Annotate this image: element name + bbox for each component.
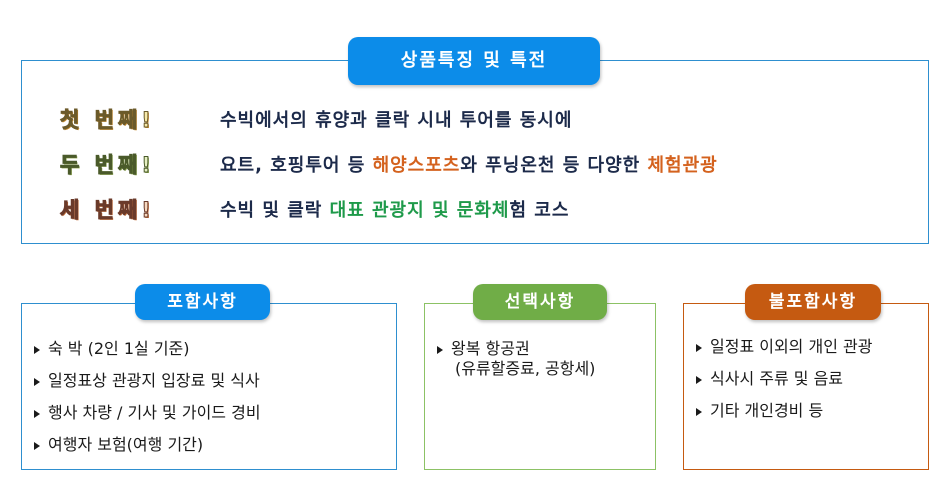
- feature-text: 수빅 및 클락: [220, 200, 330, 221]
- feature-text: 요트, 호핑투어 등: [220, 155, 373, 176]
- bullet-icon: [696, 344, 702, 352]
- list-item: 일정표 이외의 개인 관광: [696, 337, 872, 357]
- list-item-text: 왕복 항공권: [451, 339, 530, 358]
- feature-description: 수빅에서의 휴양과 클락 시내 투어를 동시에: [220, 106, 572, 132]
- list-item-text: 여행자 보험(여행 기간): [48, 435, 204, 454]
- bullet-icon: [34, 346, 40, 354]
- bullet-icon: [34, 378, 40, 386]
- list-item: 일정표상 관광지 입장료 및 식사: [34, 371, 261, 391]
- list-item-text: 기타 개인경비 등: [710, 401, 824, 420]
- list-item: 왕복 항공권(유류할증료, 공항세): [437, 339, 595, 379]
- features-title: 상품특징 및 특전: [400, 50, 548, 71]
- list-item-subnote: (유류할증료, 공항세): [455, 359, 596, 378]
- feature-row-3: 세 번째! 수빅 및 클락 대표 관광지 및 문화체험 코스: [60, 194, 569, 224]
- list-item-text: 식사시 주류 및 음료: [710, 369, 844, 388]
- bullet-icon: [437, 346, 443, 354]
- excluded-list: 일정표 이외의 개인 관광 식사시 주류 및 음료 기타 개인경비 등: [696, 337, 872, 433]
- features-box: [21, 60, 929, 244]
- feature-description: 요트, 호핑투어 등 해양스포츠와 푸닝온천 등 다양한 체험관광: [220, 151, 718, 177]
- list-item-text: 행사 차량 / 기사 및 가이드 경비: [48, 403, 261, 422]
- optional-title-badge: 선택사항: [473, 284, 607, 320]
- excluded-title-badge: 불포함사항: [745, 284, 881, 320]
- included-title-badge: 포함사항: [135, 284, 270, 320]
- bullet-icon: [696, 376, 702, 384]
- feature-highlight: 대표 관광지 및 문화체: [329, 200, 510, 221]
- feature-text: 수빅에서의 휴양과 클락 시내 투어를 동시에: [220, 110, 573, 131]
- included-title: 포함사항: [167, 292, 238, 312]
- bullet-icon: [696, 408, 702, 416]
- feature-highlight: 체험관광: [647, 155, 718, 176]
- list-item: 행사 차량 / 기사 및 가이드 경비: [34, 403, 261, 423]
- feature-row-2: 두 번째! 요트, 호핑투어 등 해양스포츠와 푸닝온천 등 다양한 체험관광: [60, 149, 718, 179]
- excluded-title: 불포함사항: [768, 292, 858, 312]
- list-item: 숙 박 (2인 1실 기준): [34, 339, 261, 359]
- included-list: 숙 박 (2인 1실 기준) 일정표상 관광지 입장료 및 식사 행사 차량 /…: [34, 339, 261, 467]
- feature-description: 수빅 및 클락 대표 관광지 및 문화체험 코스: [220, 196, 569, 222]
- feature-highlight: 해양스포츠: [372, 155, 461, 176]
- included-box: [21, 303, 397, 470]
- list-item-text: 일정표상 관광지 입장료 및 식사: [48, 371, 260, 390]
- list-item: 식사시 주류 및 음료: [696, 369, 872, 389]
- feature-ordinal: 세 번째!: [60, 198, 155, 223]
- list-item-text: 숙 박 (2인 1실 기준): [48, 339, 190, 358]
- optional-box: [424, 303, 656, 470]
- list-item: 여행자 보험(여행 기간): [34, 435, 261, 455]
- optional-list: 왕복 항공권(유류할증료, 공항세): [437, 339, 595, 391]
- feature-ordinal: 두 번째!: [60, 153, 155, 178]
- feature-text: 험 코스: [509, 200, 570, 221]
- bullet-icon: [34, 442, 40, 450]
- bullet-icon: [34, 410, 40, 418]
- list-item-text: 일정표 이외의 개인 관광: [710, 337, 873, 356]
- list-item: 기타 개인경비 등: [696, 401, 872, 421]
- feature-row-1: 첫 번째! 수빅에서의 휴양과 클락 시내 투어를 동시에: [60, 104, 572, 134]
- feature-ordinal: 첫 번째!: [60, 108, 155, 133]
- features-title-badge: 상품특징 및 특전: [348, 37, 600, 85]
- optional-title: 선택사항: [504, 292, 576, 312]
- excluded-box: [683, 303, 929, 470]
- feature-text: 와 푸닝온천 등 다양한: [460, 155, 648, 176]
